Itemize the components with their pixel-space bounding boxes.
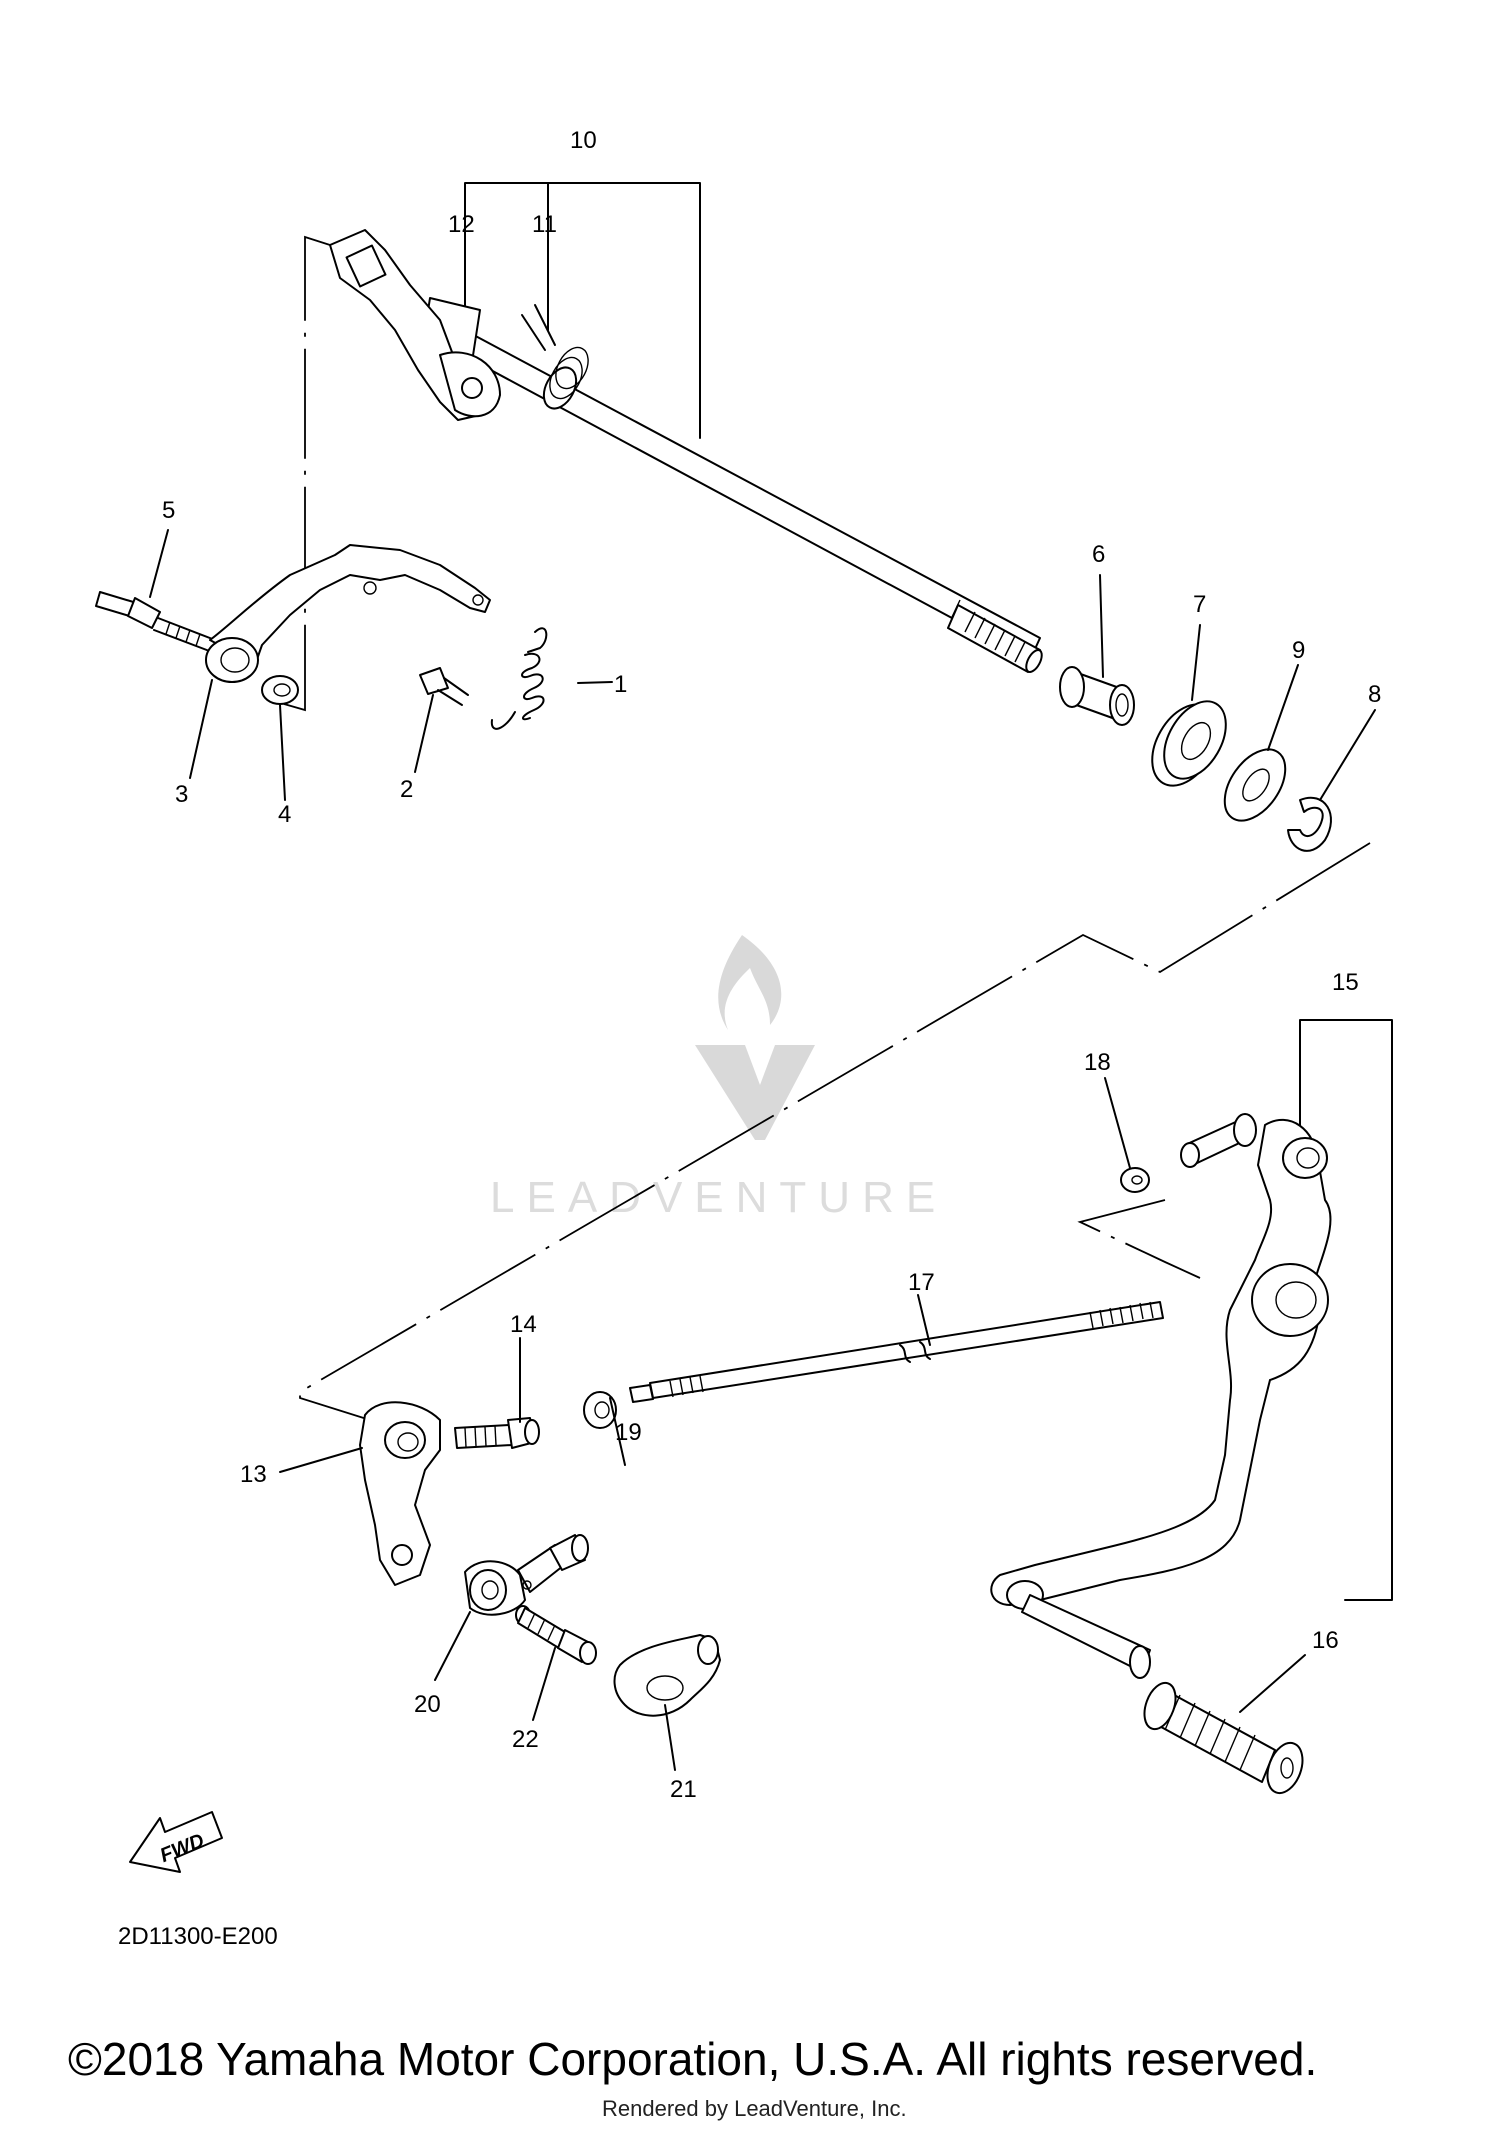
part-17-shift-rod (629, 1301, 1164, 1403)
callout-7: 7 (1193, 591, 1206, 618)
callout-4: 4 (278, 801, 291, 828)
part-16-footpeg-rubber (1143, 1681, 1304, 1795)
alignment-line-pedal (1077, 1199, 1201, 1279)
callout-labels: 10 12 11 5 6 7 9 8 1 2 3 4 15 18 17 14 1… (162, 127, 1381, 1803)
callout-19: 19 (615, 1419, 642, 1446)
group-bracket-15 (1299, 1019, 1393, 1601)
leadventure-watermark-logo: LEADVENTURE (490, 935, 947, 1222)
shift-shaft (329, 229, 1043, 673)
alignment-line-middle (299, 842, 1371, 1421)
callout-21: 21 (670, 1776, 697, 1803)
callout-18: 18 (1084, 1049, 1111, 1076)
part-8-circlip (1287, 796, 1332, 852)
watermark-text: LEADVENTURE (490, 1173, 947, 1222)
part-22-bolt (515, 1605, 597, 1665)
copyright-text: ©2018 Yamaha Motor Corporation, U.S.A. A… (68, 2033, 1318, 2085)
rendered-by-text: Rendered by LeadVenture, Inc. (602, 2096, 907, 2121)
callout-12: 12 (448, 211, 475, 238)
callout-13: 13 (240, 1461, 267, 1488)
part-3-arm (205, 544, 491, 683)
fwd-arrow-icon: FWD (129, 1811, 223, 1873)
callout-6: 6 (1092, 541, 1105, 568)
part-14-bolt (454, 1417, 540, 1449)
part-13-shift-arm (359, 1401, 441, 1586)
part-4-collar (261, 675, 299, 705)
callout-5: 5 (162, 497, 175, 524)
part-20-rod-end (464, 1534, 589, 1616)
callout-17: 17 (908, 1269, 935, 1296)
callout-16: 16 (1312, 1627, 1339, 1654)
diagram-code: 2D11300-E200 (118, 1923, 278, 1950)
callout-2: 2 (400, 776, 413, 803)
callout-22: 22 (512, 1726, 539, 1753)
group-bracket-10 (464, 182, 701, 439)
part-15-shift-pedal (990, 1113, 1332, 1679)
part-5-bolt (95, 591, 216, 653)
part-1-spring (490, 627, 548, 730)
leader-lines (149, 529, 1376, 1771)
part-19-nut (583, 1391, 617, 1429)
part-21-cover (613, 1634, 721, 1717)
alignment-line-upper (283, 235, 331, 712)
callout-20: 20 (414, 1691, 441, 1718)
callout-8: 8 (1368, 681, 1381, 708)
callout-14: 14 (510, 1311, 537, 1338)
callout-10: 10 (570, 127, 597, 154)
part-6-collar (1059, 666, 1135, 726)
part-2-bolt (419, 667, 469, 706)
callout-1: 1 (614, 671, 627, 698)
callout-11: 11 (532, 211, 557, 238)
part-9-washer (1223, 748, 1287, 822)
callout-15: 15 (1332, 969, 1359, 996)
callout-3: 3 (175, 781, 188, 808)
part-7-oil-seal (1151, 700, 1227, 787)
callout-9: 9 (1292, 637, 1305, 664)
part-18-collar (1120, 1167, 1150, 1193)
